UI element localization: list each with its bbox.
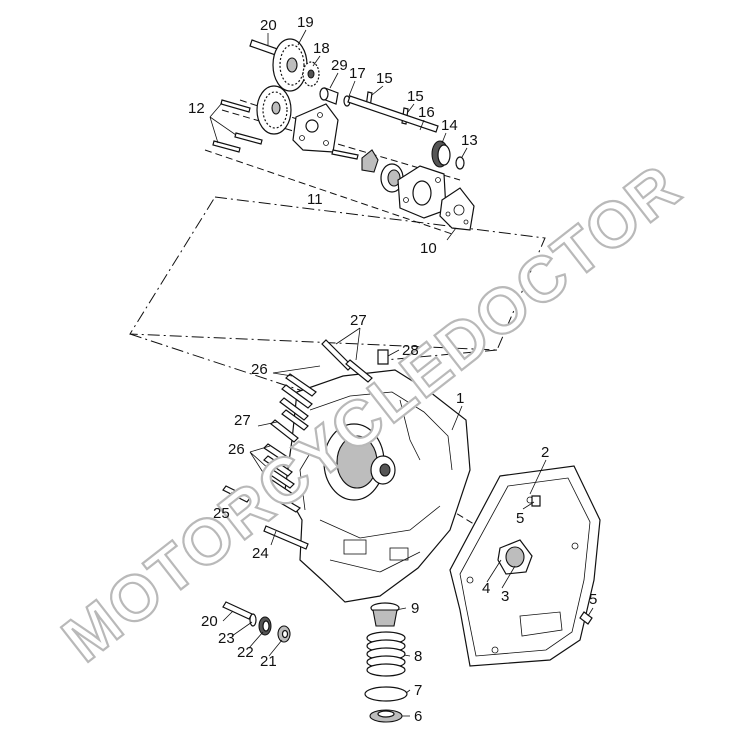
pump-body bbox=[397, 165, 447, 219]
callout-1: 1 bbox=[456, 390, 464, 407]
drive-gear bbox=[256, 85, 292, 135]
pump-shaft-16 bbox=[347, 95, 439, 133]
callout-24: 24 bbox=[252, 545, 269, 562]
callout-21: 21 bbox=[260, 653, 277, 670]
callout-16: 16 bbox=[418, 104, 435, 121]
callout-27-top: 27 bbox=[350, 312, 367, 329]
outer-rotor bbox=[380, 163, 404, 193]
callout-23: 23 bbox=[218, 630, 235, 647]
seal-group bbox=[222, 601, 291, 643]
callout-26-mid: 26 bbox=[228, 441, 245, 458]
callout-15-a: 15 bbox=[376, 70, 393, 87]
crankcase-bolts bbox=[222, 339, 389, 550]
callout-9: 9 bbox=[411, 600, 419, 617]
callout-15-b: 15 bbox=[407, 88, 424, 105]
callout-5-top: 5 bbox=[516, 510, 524, 527]
leader-lines bbox=[209, 29, 594, 717]
callout-7: 7 bbox=[414, 682, 422, 699]
callout-labels: 20 19 18 29 17 15 15 16 14 13 12 11 10 2… bbox=[188, 14, 597, 725]
callout-25: 25 bbox=[213, 505, 230, 522]
crankcase-half-1 bbox=[284, 369, 471, 603]
inner-rotor bbox=[361, 149, 379, 173]
callout-14: 14 bbox=[441, 117, 458, 134]
callout-18: 18 bbox=[313, 40, 330, 57]
o-ring-7 bbox=[364, 686, 408, 702]
callout-11: 11 bbox=[307, 191, 323, 208]
strainer-9 bbox=[370, 602, 400, 627]
screws-12 bbox=[212, 99, 263, 153]
callout-20-top: 20 bbox=[260, 17, 277, 34]
callout-20-bottom: 20 bbox=[201, 613, 218, 630]
idler-gear-19 bbox=[272, 38, 308, 92]
callout-12: 12 bbox=[188, 100, 205, 117]
circlip-13 bbox=[455, 156, 465, 170]
pump-gear-14 bbox=[431, 140, 451, 168]
callout-4: 4 bbox=[482, 580, 490, 597]
callout-17: 17 bbox=[349, 65, 366, 82]
callout-2: 2 bbox=[541, 444, 549, 461]
callout-6: 6 bbox=[414, 708, 422, 725]
oil-pump-group bbox=[212, 38, 475, 231]
callout-3: 3 bbox=[501, 588, 509, 605]
washer-23 bbox=[249, 613, 257, 627]
drain-plug-6 bbox=[369, 709, 403, 723]
side-cover-2 bbox=[449, 465, 601, 667]
callout-22: 22 bbox=[237, 644, 254, 661]
dowel-pin-20-bottom bbox=[222, 601, 253, 620]
gasket-10 bbox=[439, 187, 475, 231]
pump-cover-left bbox=[292, 103, 339, 153]
gear-18 bbox=[302, 61, 320, 87]
bushing-29 bbox=[319, 87, 339, 105]
oil-filter-group bbox=[364, 602, 408, 723]
callout-5-right: 5 bbox=[589, 591, 597, 608]
callout-29: 29 bbox=[331, 57, 348, 74]
callout-13: 13 bbox=[461, 132, 478, 149]
callout-26-top: 26 bbox=[251, 361, 268, 378]
spring-8 bbox=[366, 631, 406, 677]
callout-8: 8 bbox=[414, 648, 422, 665]
callout-28: 28 bbox=[402, 342, 419, 359]
callout-19: 19 bbox=[297, 14, 314, 31]
rotor-pin bbox=[331, 149, 359, 160]
callout-27-mid: 27 bbox=[234, 412, 251, 429]
callout-10: 10 bbox=[420, 240, 437, 257]
